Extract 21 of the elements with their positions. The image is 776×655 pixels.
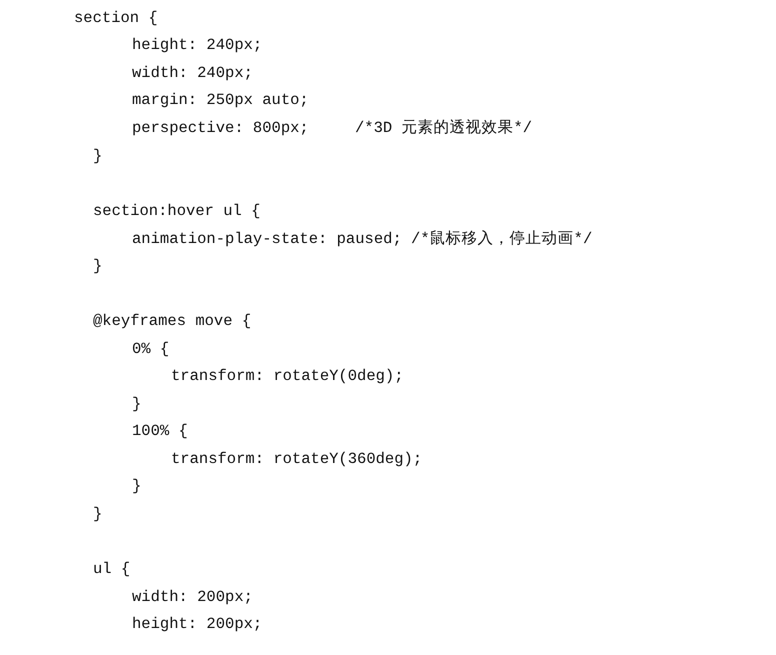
code-line: perspective: 800px;	[132, 118, 309, 138]
code-line: width: 200px;	[132, 587, 253, 607]
code-line: width: 240px;	[132, 63, 253, 83]
code-line: animation-play-state: paused; /*鼠标移入，停止动画*/	[132, 229, 592, 249]
code-line: section:hover ul {	[93, 201, 260, 221]
code-line: 0% {	[132, 339, 170, 359]
code-line: transform: rotateY(360deg);	[171, 449, 422, 469]
code-line: }	[132, 394, 142, 414]
code-line: }	[93, 146, 102, 166]
code-line: 100% {	[132, 421, 188, 441]
code-line: }	[132, 476, 142, 496]
code-comment: /*3D 元素的透视效果*/	[355, 118, 532, 138]
code-line: ul {	[93, 559, 130, 579]
code-line: section {	[74, 8, 158, 28]
code-line: height: 240px;	[132, 35, 262, 55]
code-line: }	[93, 256, 102, 276]
code-line: }	[93, 504, 102, 524]
code-line: margin: 250px auto;	[132, 90, 309, 110]
code-line: transform: rotateY(0deg);	[171, 366, 404, 386]
code-line: height: 200px;	[132, 614, 262, 634]
code-line: @keyframes move {	[93, 311, 252, 331]
